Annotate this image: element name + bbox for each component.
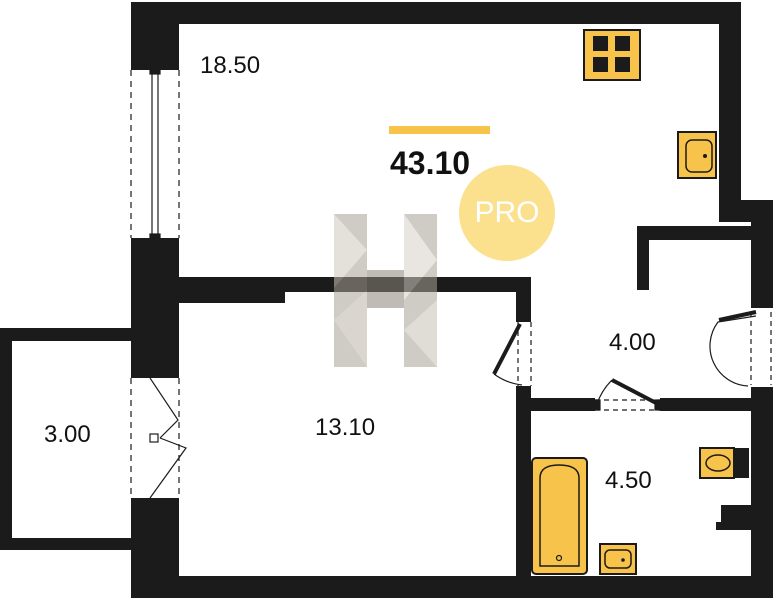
room-area-living: 18.50 (200, 52, 261, 79)
window-hallway-right (709, 308, 773, 387)
door-bedroom (492, 322, 532, 386)
window-balcony-door (130, 377, 187, 499)
window-living (130, 69, 180, 239)
room-area-balcony: 3.00 (44, 421, 91, 448)
room-area-hallway: 4.00 (609, 329, 656, 356)
total-area: 43.10 (390, 145, 471, 181)
door-bathroom (593, 378, 662, 411)
bathtub-icon (531, 457, 588, 575)
kitchen-sink-icon (677, 131, 717, 179)
toilet-icon (699, 447, 749, 479)
pro-badge-circle (459, 165, 555, 261)
room-area-bathroom: 4.50 (605, 467, 652, 494)
area-underline (389, 126, 490, 134)
room-area-bedroom: 13.10 (315, 414, 376, 441)
stove-icon (583, 29, 641, 81)
watermark-logo (334, 214, 437, 367)
bathroom-sink-icon (599, 543, 637, 575)
pro-badge: PRO (474, 196, 540, 229)
